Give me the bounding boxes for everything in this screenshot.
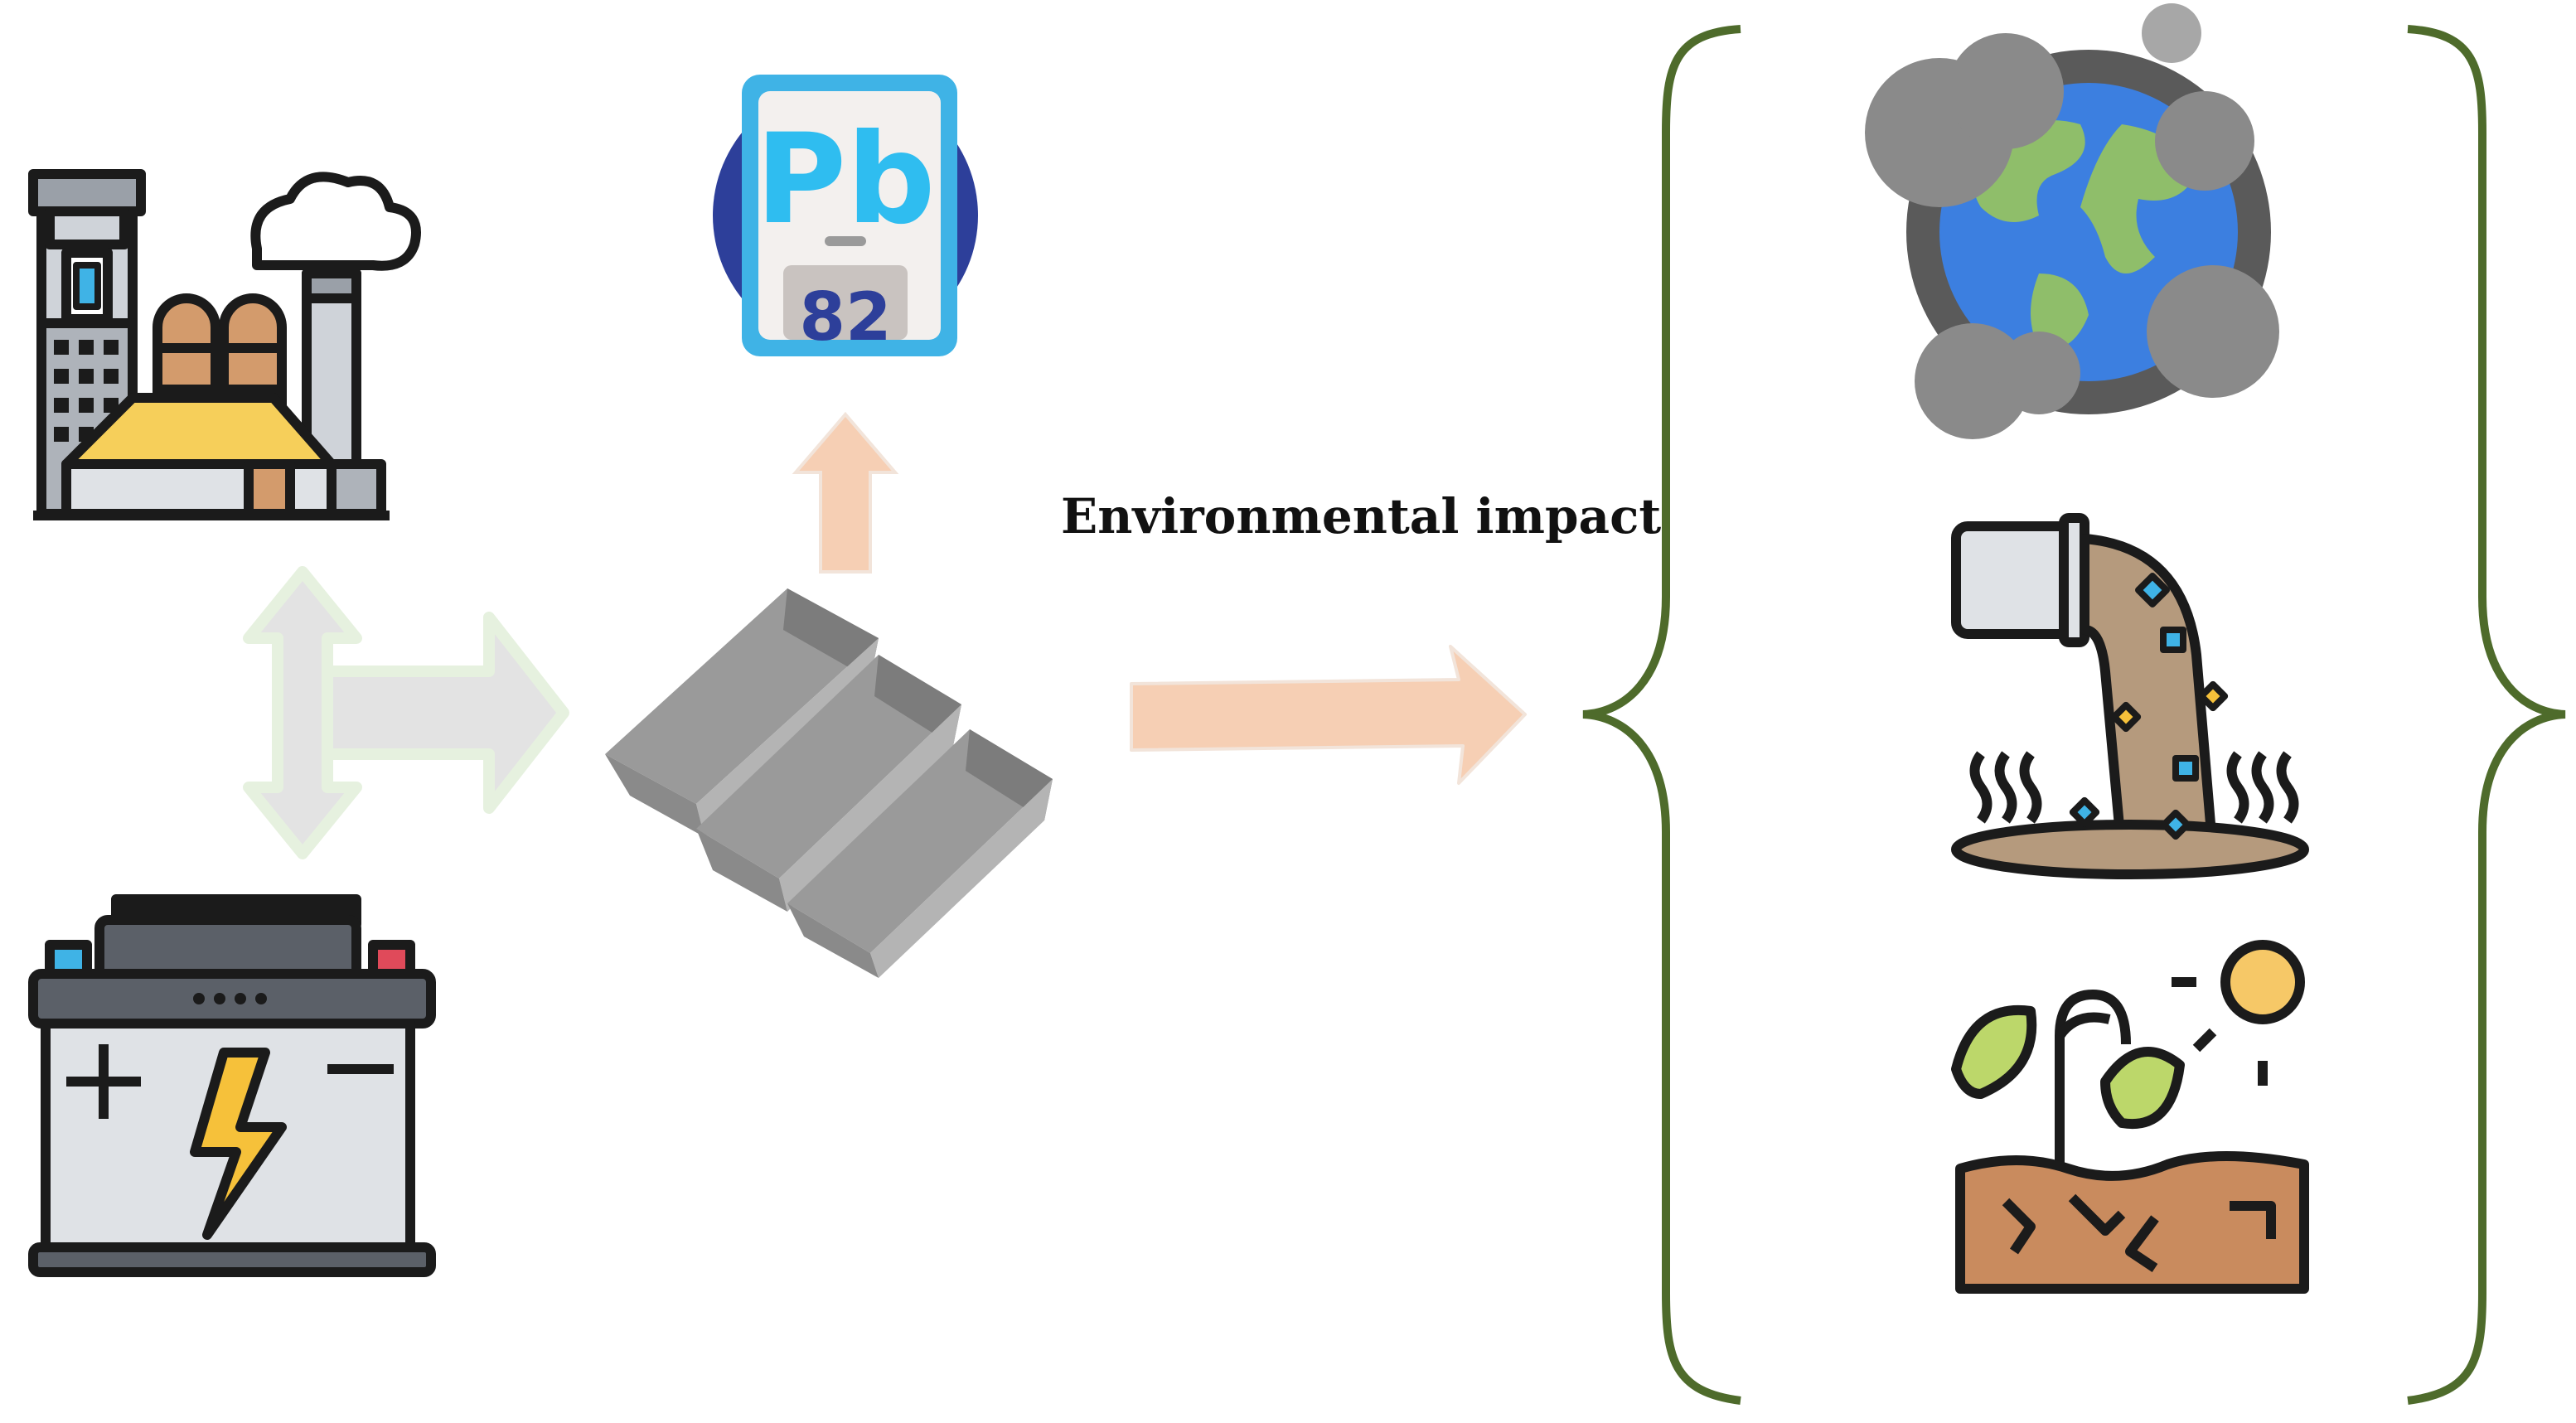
lead-ingots-icon bbox=[605, 588, 1053, 978]
environmental-impact-label: Environmental impact bbox=[1061, 488, 1661, 545]
soil-degradation-plant-icon bbox=[1951, 940, 2309, 1294]
element-symbol: Pb bbox=[755, 108, 935, 252]
right-curly-brace bbox=[2407, 25, 2566, 1405]
factory-icon bbox=[28, 169, 421, 520]
car-battery-icon bbox=[28, 894, 436, 1277]
impact-arrow bbox=[1130, 645, 1527, 785]
water-pollution-pipe-icon bbox=[1951, 513, 2309, 879]
vertical-double-arrow bbox=[243, 566, 362, 859]
lead-element-tile-icon: Pb 82 bbox=[713, 75, 978, 356]
right-flow-arrow bbox=[322, 612, 569, 814]
up-arrow bbox=[792, 411, 899, 574]
left-curly-brace bbox=[1582, 25, 1741, 1405]
element-number: 82 bbox=[799, 278, 891, 356]
air-pollution-earth-icon bbox=[1865, 3, 2279, 439]
source-flow-arrows bbox=[243, 566, 569, 859]
